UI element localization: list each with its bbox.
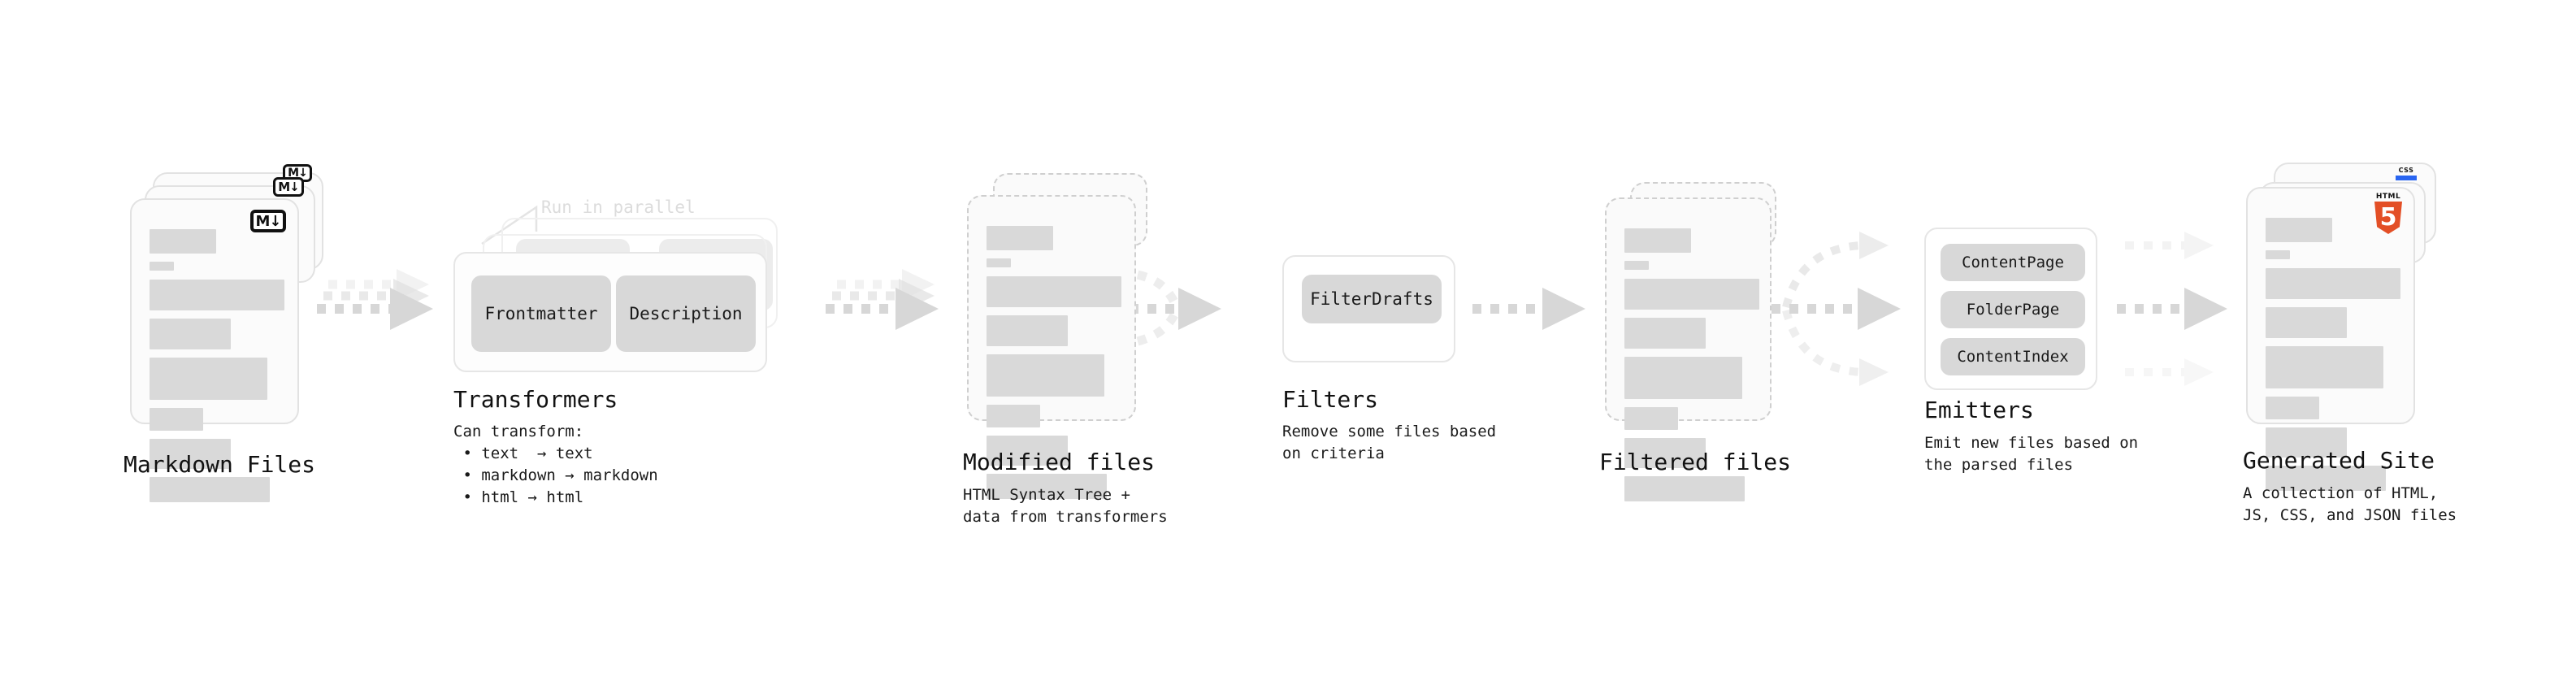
css-icon: CSS (2396, 167, 2417, 180)
generated-site-subtitle: A collection of HTML, JS, CSS, and JSON … (2243, 484, 2457, 524)
doc-content-bar (987, 315, 1068, 346)
markdown-icon-mid: M↓ (273, 177, 304, 197)
emitter-node-contentpage[interactable]: ContentPage (1941, 244, 2085, 281)
doc-content-bar (987, 276, 1121, 307)
arrow-filters-to-filtered (1472, 288, 1585, 330)
generated-site-title: Generated Site (2243, 447, 2435, 474)
filter-node-filterdrafts[interactable]: FilterDrafts (1302, 275, 1442, 323)
doc-content-bar (150, 439, 231, 469)
doc-content-bar (987, 436, 1068, 466)
transformers-subtitle: Can transform: • text → text • markdown … (453, 423, 658, 506)
html5-icon-shield (2374, 202, 2402, 234)
css-icon-label: CSS (2398, 167, 2414, 174)
generated-file-card-front: HTML (2246, 187, 2415, 491)
doc-content-bar (1624, 476, 1745, 501)
modified-file-card-front (967, 195, 1136, 499)
emitter-node-contentindex[interactable]: ContentIndex (1941, 338, 2085, 375)
run-in-parallel-label: Run in parallel (541, 197, 696, 217)
modified-files-subtitle: HTML Syntax Tree + data from transformer… (963, 486, 1168, 526)
filters-title: Filters (1282, 386, 1379, 413)
doc-content-bar (1624, 228, 1691, 253)
doc-content-bar (1624, 357, 1742, 399)
doc-content-bar (1624, 407, 1678, 430)
filtered-file-card-front (1605, 197, 1772, 501)
doc-content-bar (2266, 397, 2319, 419)
doc-content-bar (150, 262, 174, 271)
emitters-title: Emitters (1924, 397, 2034, 423)
transformer-panel-front: Frontmatter Description (453, 252, 767, 372)
emitters-subtitle: Emit new files based on the parsed files (1924, 434, 2139, 474)
doc-content-bar (2266, 307, 2347, 338)
filters-panel: FilterDrafts (1282, 255, 1455, 362)
doc-content-bar (1624, 318, 1706, 349)
doc-content-bar (987, 405, 1040, 427)
transformer-node-frontmatter[interactable]: Frontmatter (471, 275, 611, 352)
doc-content-bar (987, 474, 1107, 499)
doc-content-bar (150, 319, 231, 349)
emitters-panel: ContentPage FolderPage ContentIndex (1924, 228, 2097, 390)
filters-subtitle: Remove some files based on criteria (1282, 423, 1497, 462)
doc-content-bar (150, 280, 284, 310)
markdown-files-title: Markdown Files (124, 451, 316, 478)
html5-icon-label: HTML (2375, 193, 2401, 201)
doc-content-bar (2266, 466, 2386, 491)
doc-content-bar (2266, 346, 2383, 388)
doc-content-bar (150, 408, 203, 431)
transformer-node-description[interactable]: Description (616, 275, 756, 352)
doc-content-bar (150, 229, 216, 254)
markdown-file-card-front: M↓ (130, 198, 299, 502)
doc-content-bar (150, 358, 267, 400)
arrow-filtered-to-emitters (1772, 232, 1901, 386)
doc-content-bar (2266, 268, 2400, 299)
emitter-node-folderpage[interactable]: FolderPage (1941, 291, 2085, 328)
arrow-transformers-to-modified (826, 269, 939, 330)
doc-content-bar (987, 258, 1011, 267)
arrow-emitters-to-site (2117, 232, 2227, 386)
doc-content-bar (2266, 427, 2347, 458)
doc-content-bar (2266, 218, 2332, 242)
arrow-modified-to-filters (1130, 270, 1221, 346)
doc-content-bar (1624, 261, 1649, 270)
html5-icon: HTML (2374, 193, 2402, 234)
modified-files-title: Modified files (963, 449, 1156, 475)
markdown-icon-front: M↓ (250, 210, 286, 232)
doc-content-bar (987, 354, 1104, 397)
arrow-markdown-to-transformers (317, 269, 433, 330)
transformers-title: Transformers (453, 386, 618, 413)
doc-content-bar (987, 226, 1053, 250)
doc-content-bar (1624, 279, 1759, 310)
doc-content-bar (1624, 438, 1706, 468)
doc-content-bar (150, 477, 270, 502)
doc-content-bar (2266, 250, 2290, 259)
filtered-files-title: Filtered files (1599, 449, 1792, 475)
